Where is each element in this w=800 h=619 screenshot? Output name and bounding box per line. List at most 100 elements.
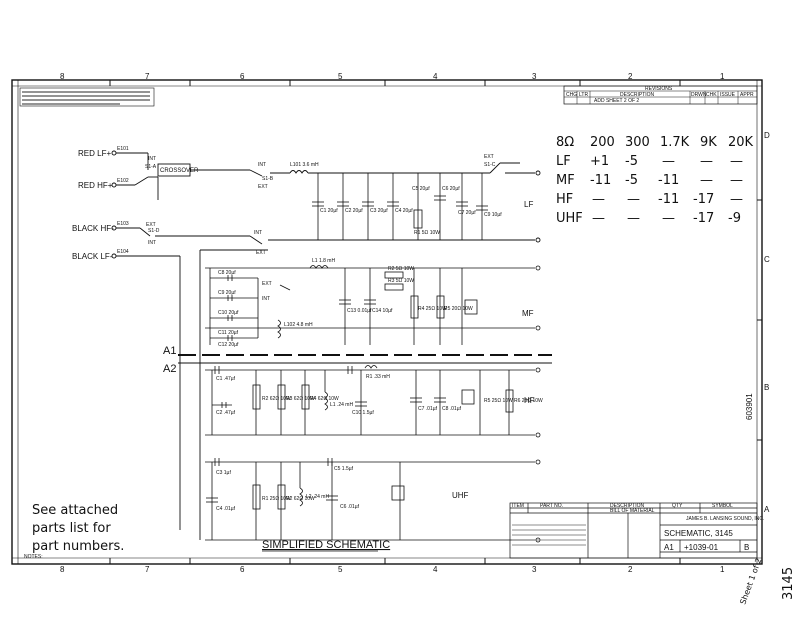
mf-comp-c11: C11 20µf — [218, 330, 239, 336]
rev-header-desc: DESCRIPTION — [620, 92, 655, 98]
handwritten-note: See attached parts list for part numbers… — [32, 503, 124, 554]
level-row-mf-20k: — — [730, 173, 743, 188]
level-row-mf-label: MF — [556, 173, 575, 188]
switch-int-1: INT — [148, 156, 156, 162]
schematic-labels: RED LF+ E101 RED HF+ E102 BLACK HF- E103… — [72, 146, 543, 512]
zone-bottom-3: 3 — [532, 565, 537, 574]
hf-comp-r5: R5 25Ω 10W — [484, 398, 513, 404]
level-row-hf-1k7: -11 — [658, 192, 679, 207]
rev-row-desc: ADD SHEET 2 OF 2 — [594, 98, 639, 104]
rev-header-drwn: DRWN — [691, 92, 707, 98]
input-red-lf-label: RED LF+ — [78, 149, 111, 158]
hf-comp-c8: C8 .01µf — [442, 406, 462, 412]
lf-comp-c1: C1 20µf — [320, 208, 338, 214]
schematic-title: SIMPLIFIED SCHEMATIC — [262, 539, 390, 551]
title-block-text: BILL OF MATERIAL ITEM PART NO. DESCRIPTI… — [512, 503, 764, 552]
zone-bottom-5: 5 — [338, 565, 343, 574]
level-row-hf-9k: -17 — [693, 192, 714, 207]
revisions-title: REVISIONS — [645, 86, 673, 92]
level-row-lf-1k7: — — [662, 154, 675, 169]
uhf-comp-c5: C5 1.5µf — [334, 466, 354, 472]
level-row-lf-label: LF — [556, 154, 571, 169]
rev-header-ltr: LTR — [579, 92, 588, 98]
level-table-header-3: 1.7K — [660, 135, 690, 150]
level-table-header-2: 300 — [625, 135, 650, 150]
level-row-hf-label: HF — [556, 192, 573, 207]
zone-row-d: D — [764, 131, 770, 140]
board-a2-label: A2 — [163, 363, 176, 375]
level-table: 8Ω 200 300 1.7K 9K 20K LF +1 -5 — — — MF… — [556, 135, 754, 226]
zone-top-4: 4 — [433, 72, 438, 81]
level-table-header-5: 20K — [728, 135, 754, 150]
level-row-uhf-label: UHF — [556, 211, 583, 226]
zone-bottom-1: 1 — [720, 565, 725, 574]
rev-header-chk: CHK — [706, 92, 717, 98]
note-line-1: See attached — [32, 503, 118, 518]
rotated-number: 3145 — [781, 567, 796, 600]
revisions-block: REVISIONS CHG LTR DESCRIPTION DRWN CHK I… — [563, 85, 758, 105]
hf-comp-c10: C10 1.5µf — [352, 410, 374, 416]
hf-comp-r2: R2 62Ω 10W — [262, 396, 291, 402]
level-row-lf-300: -5 — [625, 154, 638, 169]
lf-comp-l101: L101 3.6 mH — [290, 162, 319, 168]
notes-label: NOTES: — [24, 554, 43, 560]
side-drawing-number: 603901 — [745, 393, 754, 420]
hf-comp-c2: C2 .47µf — [216, 410, 236, 416]
bom-header-desc: DESCRIPTION — [610, 503, 645, 509]
switch-ext-2: EXT — [484, 154, 494, 160]
zone-top-1: 1 — [720, 72, 725, 81]
lf-comp-c3: C3 20µf — [370, 208, 388, 214]
rev-header-appr: APPR — [740, 92, 754, 98]
zone-bottom-2: 2 — [628, 565, 633, 574]
hf-comp-c1: C1 .47µf — [216, 376, 236, 382]
section-hf-label: HF — [524, 396, 535, 405]
level-row-mf-9k: — — [700, 173, 713, 188]
switch-int-4: INT — [254, 230, 262, 236]
drawing-title: SCHEMATIC, 3145 — [664, 529, 733, 538]
mf-comp-c9: C9 20µf — [218, 290, 236, 296]
zone-top-7: 7 — [145, 72, 150, 81]
lf-comp-c4: C4 20µf — [395, 208, 413, 214]
note-line-2: parts list for — [32, 521, 111, 536]
mf-comp-c8: C8 20µf — [218, 270, 236, 276]
lf-comp-c2: C2 20µf — [345, 208, 363, 214]
uhf-comp-r2: R2 62Ω 10W — [286, 496, 315, 502]
zone-row-a: A — [764, 505, 770, 514]
input-black-hf-label: BLACK HF- — [72, 224, 114, 233]
input-black-lf-ref: E104 — [117, 249, 129, 255]
mf-comp-c14: C14 10µf — [372, 308, 393, 314]
switch-ext-4: EXT — [256, 250, 266, 256]
uhf-comp-l2: L2 .24 mH — [306, 494, 329, 500]
level-row-hf-200: — — [592, 192, 605, 207]
level-row-uhf-1k7: — — [662, 211, 675, 226]
input-black-hf-ref: E103 — [117, 221, 129, 227]
switch-ext-5: EXT — [262, 281, 272, 287]
mf-section — [205, 265, 541, 345]
mf-comp-r3: R3 5Ω 10W — [388, 278, 414, 284]
level-row-lf-20k: — — [730, 154, 743, 169]
mf-comp-r2: R2 5Ω 10W — [388, 266, 414, 272]
lf-comp-r1: R1 5Ω 10W — [414, 230, 440, 236]
input-red-hf-label: RED HF+ — [78, 181, 113, 190]
hf-comp-l1: L1 .24 mH — [330, 402, 353, 408]
rev-header-chg: CHG — [566, 92, 577, 98]
hf-comp-r3: R3 62Ω 10W — [286, 396, 315, 402]
mf-comp-c12: C12 20µf — [218, 342, 239, 348]
bom-header-partno: PART NO. — [540, 503, 563, 509]
level-row-mf-1k7: -11 — [658, 173, 679, 188]
zone-top-2: 2 — [628, 72, 633, 81]
level-row-uhf-200: — — [592, 211, 605, 226]
rev-header-issue: ISSUE — [720, 92, 736, 98]
zone-bottom-4: 4 — [433, 565, 438, 574]
lf-comp-c6: C6 20µf — [442, 186, 460, 192]
mf-comp-l102: L102 4.8 mH — [284, 322, 313, 328]
drawing-size: A1 — [664, 543, 674, 552]
level-row-lf-200: +1 — [590, 154, 609, 169]
switch-s1a-label: S1-A — [145, 164, 157, 170]
switch-s1d-label: S1-D — [148, 228, 160, 234]
level-row-uhf-300: — — [627, 211, 640, 226]
level-row-uhf-9k: -17 — [693, 211, 714, 226]
uhf-comp-r1: R1 25Ω 10W — [262, 496, 291, 502]
uhf-comp-c3: C3 1µf — [216, 470, 231, 476]
zone-top-6: 6 — [240, 72, 245, 81]
